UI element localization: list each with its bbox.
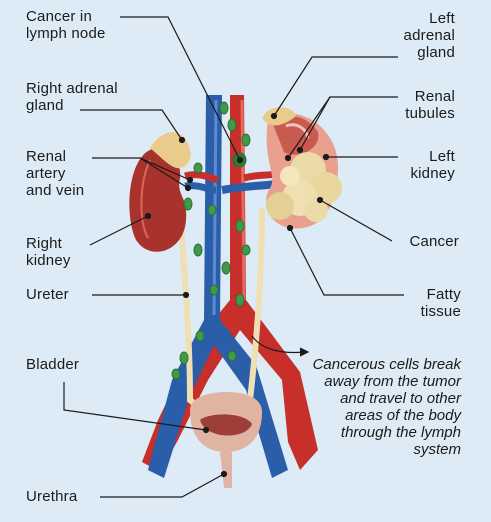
- label-line: Left: [410, 148, 455, 165]
- ureter-label: Ureter: [26, 286, 69, 303]
- left-kidney-label: Left kidney: [410, 148, 455, 182]
- right-kidney-label: Right kidney: [26, 235, 71, 269]
- label-line: and vein: [26, 182, 84, 199]
- urethra: [220, 452, 232, 488]
- right-adrenal-gland-label: Right adrenal gland: [26, 80, 118, 114]
- ureters: [180, 200, 262, 408]
- label-line: Renal: [26, 148, 84, 165]
- label-line: Fatty: [421, 286, 461, 303]
- label-line: Urethra: [26, 488, 77, 505]
- label-line: artery: [26, 165, 84, 182]
- bladder-label: Bladder: [26, 356, 79, 373]
- label-line: Right adrenal: [26, 80, 118, 97]
- label-line: Cancer: [409, 233, 459, 250]
- label-line: Cancer in: [26, 8, 106, 25]
- urethra-label: Urethra: [26, 488, 77, 505]
- label-line: gland: [404, 44, 455, 61]
- renal-artery-and-vein-label: Renal artery and vein: [26, 148, 84, 199]
- label-line: Left: [404, 10, 455, 27]
- label-line: Ureter: [26, 286, 69, 303]
- renal-tubules-label: Renal tubules: [405, 88, 455, 122]
- label-line: adrenal: [404, 27, 455, 44]
- left-adrenal-gland-label: Left adrenal gland: [404, 10, 455, 61]
- label-line: Bladder: [26, 356, 79, 373]
- label-line: tubules: [405, 105, 455, 122]
- metastasis-note: Cancerous cells break away from the tumo…: [301, 356, 461, 458]
- label-line: Right: [26, 235, 71, 252]
- label-line: lymph node: [26, 25, 106, 42]
- label-line: Renal: [405, 88, 455, 105]
- cancer-label: Cancer: [409, 233, 459, 250]
- label-line: gland: [26, 97, 118, 114]
- label-line: tissue: [421, 303, 461, 320]
- fatty-tissue-label: Fatty tissue: [421, 286, 461, 320]
- cancer-in-lymph-node-label: Cancer in lymph node: [26, 8, 106, 42]
- label-line: kidney: [26, 252, 71, 269]
- label-line: kidney: [410, 165, 455, 182]
